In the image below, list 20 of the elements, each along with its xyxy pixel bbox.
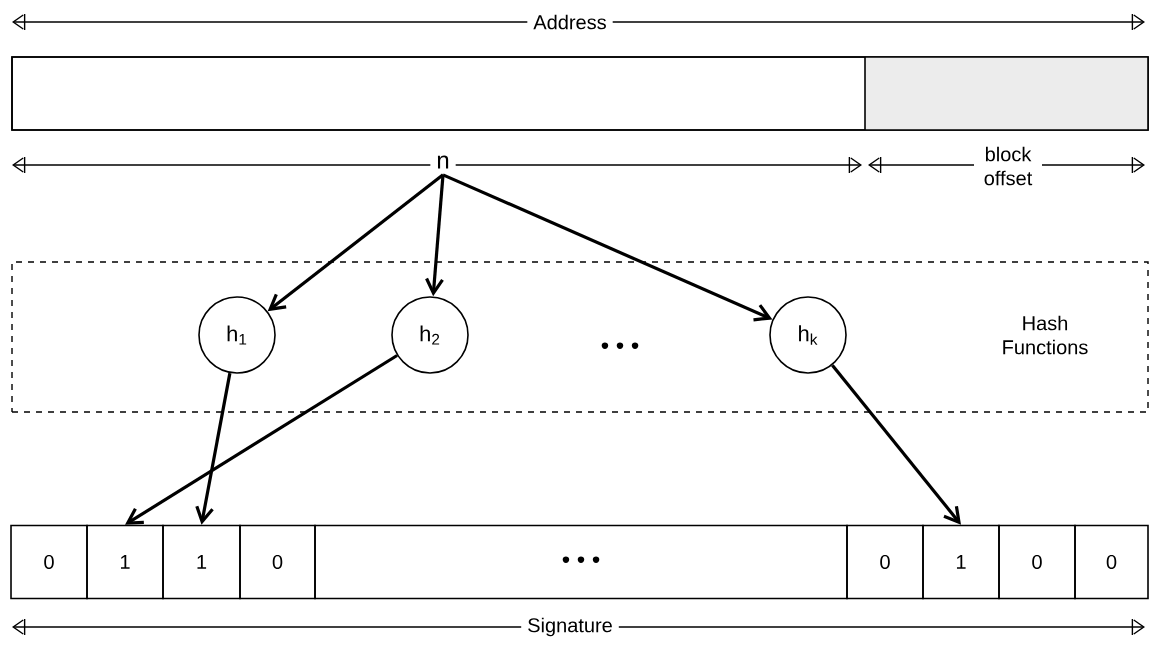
bit-cell: 0 [1074, 524, 1149, 600]
bit-cell: 0 [239, 524, 316, 600]
bit-cell: 1 [162, 524, 241, 600]
dimension-label: Address [527, 8, 613, 36]
bit-cell: 0 [998, 524, 1076, 600]
bit-cell: 0 [10, 524, 88, 600]
arrow [442, 173, 773, 322]
node-label: n [430, 149, 456, 175]
ellipsis: • • • [601, 342, 639, 349]
arrow [125, 354, 398, 525]
dimension-label: Signature [521, 611, 619, 643]
arrow [831, 364, 961, 525]
bit-cell: 1 [922, 524, 1000, 600]
dimension-label: block offset [974, 140, 1042, 192]
bit-cell: • • • [314, 524, 848, 600]
arrow [425, 174, 445, 297]
arrow [195, 372, 232, 525]
arrow [267, 173, 444, 312]
bit-cell: 1 [86, 524, 164, 600]
bit-cell: 0 [846, 524, 924, 600]
